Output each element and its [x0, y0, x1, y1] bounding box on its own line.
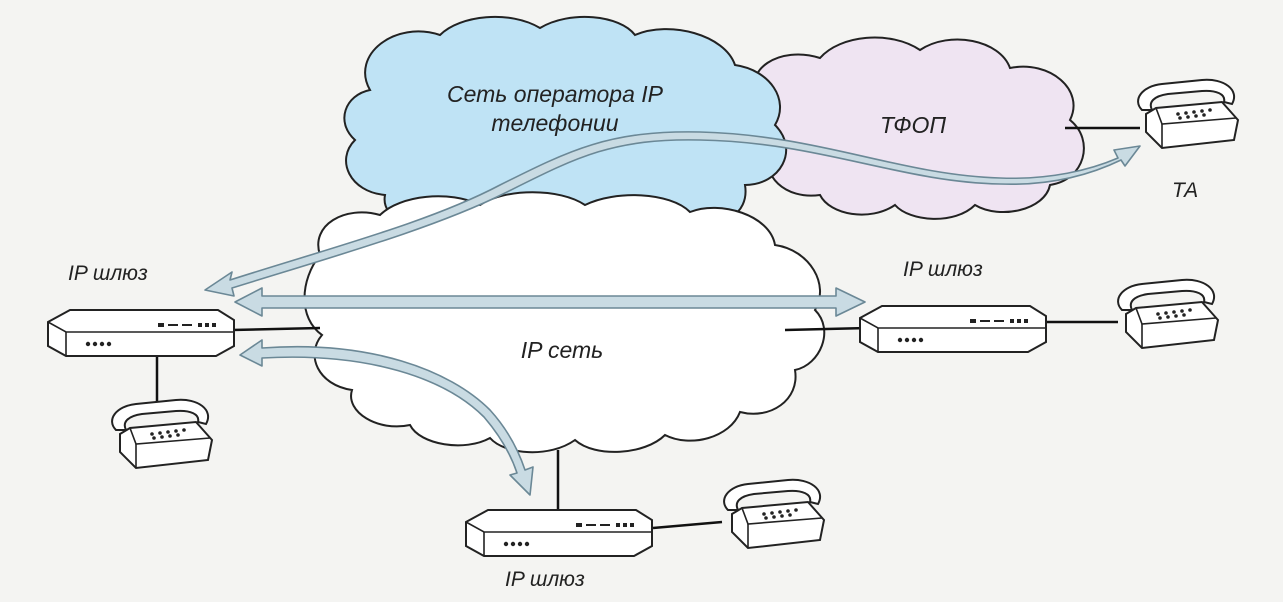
link-left-gateway-ipnet [231, 326, 321, 332]
operator-cloud-label-line2: телефонии [491, 110, 618, 136]
operator-cloud-label-line1: Сеть оператора IP [447, 81, 664, 107]
bottom-gateway-label: IP шлюз [505, 568, 585, 591]
pstn-cloud-label: ТФОП [880, 112, 946, 138]
bottom-gateway [465, 509, 653, 557]
left-gateway-label: IP шлюз [68, 262, 148, 285]
ip-network-label: IP сеть [521, 337, 604, 363]
pstn-phone-label: ТА [1172, 179, 1198, 202]
right-gateway [859, 305, 1047, 353]
ip-network-cloud [303, 191, 826, 454]
arrow-left-to-right-gateway [234, 287, 866, 317]
link-bottom-gateway-phone [652, 520, 723, 530]
bottom-phone-icon [723, 478, 825, 549]
link-right-gateway-ipnet [784, 326, 869, 332]
pstn-phone-icon [1137, 78, 1239, 149]
call-arrows [204, 131, 1141, 496]
left-phone-icon [111, 398, 213, 469]
left-gateway [47, 309, 235, 357]
right-phone-icon [1117, 278, 1219, 349]
right-gateway-label: IP шлюз [903, 258, 983, 281]
arrow-left-to-bottom-gateway [239, 339, 534, 496]
connection-lines [155, 126, 1140, 530]
arrow-gateway-to-pstn [204, 131, 1141, 297]
